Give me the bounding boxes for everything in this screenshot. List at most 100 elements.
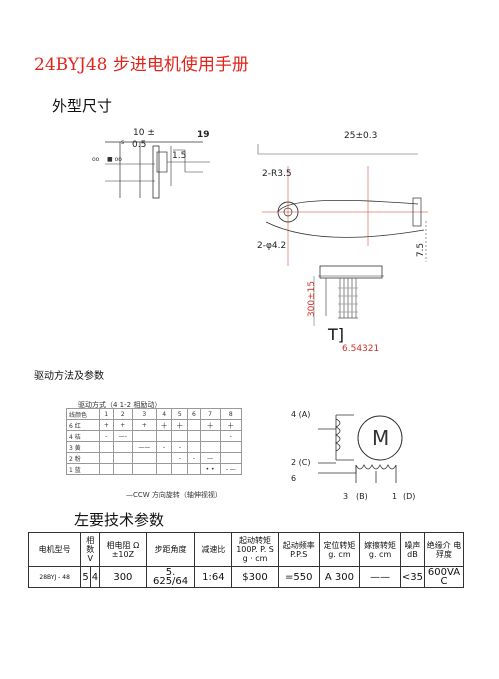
spec-cell: 300 [99,566,147,588]
drive-cell [187,430,201,442]
drive-cell [171,463,189,475]
dim-25-label: 25±0.3 [344,131,378,141]
section-outline-heading: 外型尺寸 [52,97,113,115]
drive-cell: 2 粉 [66,452,100,464]
wire-pin3-label: 3 [343,492,349,501]
drive-table-row: 4 桔 - —- - [66,430,243,442]
wire-pinB-label: (B) [356,492,368,501]
drive-cell [112,463,133,475]
dim-300-label: 300±15 [307,280,318,318]
dim-19-label: 19 [197,130,210,140]
spec-cell: 4 [89,566,101,588]
drive-cell: + [98,419,114,431]
spec-cell: A 300 [318,566,361,588]
spec-header-cell: 起动转矩 100P. P. S g · cm [231,532,279,567]
drive-cell [187,463,201,475]
spec-header-cell: 相电阻 Ω ±10Z [99,532,147,567]
mark-654-label: 6.54321 [342,344,380,354]
drive-cell [98,463,114,475]
drive-cell: —- [112,430,133,442]
spec-header-cell: 绝缘介 电殍度 [424,532,464,567]
drive-header-cell: 5 [171,408,189,420]
spec-header-cell: 步距角度 [145,532,196,567]
drive-cell: - — [219,463,243,475]
drive-cell: 3 黄 [66,441,100,453]
spec-cell: <35 [399,566,426,588]
spec-header-cell: 电机型号 [27,532,82,567]
drive-header-cell: 6 [187,408,201,420]
spec-cell: 600VA C [424,566,464,588]
drive-cell [155,430,173,442]
drive-cell: • • [199,463,221,475]
drive-cell: + [112,419,133,431]
dim-05-label: 0.5 [132,140,147,150]
spec-table-header: 电机型号 相数 V 相电阻 Ω ±10Z 步距角度 减速比 起动转矩 100P.… [27,532,464,567]
drive-cell: - [171,441,189,453]
drive-cell: 十 [199,419,221,431]
drive-cell [155,452,173,464]
drive-cell: + [131,419,157,431]
spec-cell: 1:64 [194,566,233,588]
dim-10-label: 10 ± [133,128,155,138]
drive-header-cell: 7 [199,408,221,420]
stub-s-label: s [121,139,125,146]
drive-table-footnote: —CCW 方向旋转（轴伸视视） [126,491,222,499]
wire-pin6-label: 6 [291,474,297,483]
drive-cell [187,441,201,453]
drive-header-cell: 1 [98,408,114,420]
drive-sequence-table: 线颜色 1 2 3 4 5 6 7 8 6 红 + + + 十 十 十 十 4 … [66,408,243,475]
drive-cell: — [199,452,221,464]
wiring-diagram [318,414,403,483]
spec-cell: 5. 625/64 [145,566,196,588]
drive-cell: - [171,452,189,464]
drive-cell [199,430,221,442]
drive-header-cell: 4 [155,408,173,420]
drive-cell [219,452,243,464]
spec-header-cell: 噪声 dB [399,532,426,567]
drive-cell [155,463,173,475]
drive-cell: —— [131,441,157,453]
drive-cell [199,441,221,453]
drive-header-cell: 2 [112,408,133,420]
drive-table-row: 6 红 + + + 十 十 十 十 [66,419,243,431]
dim-phi42-label: 2-φ4.2 [257,241,287,251]
spec-header-cell: 定位转矩 g. cm [318,532,361,567]
spec-table: 电机型号 相数 V 相电阻 Ω ±10Z 步距角度 减速比 起动转矩 100P.… [27,532,464,588]
drive-table-row: 1 蓝 • • - — [66,463,243,475]
drive-cell: 6 红 [66,419,100,431]
spec-header-cell: 减速比 [194,532,233,567]
motor-side-drawing [257,144,428,326]
drive-cell: 十 [219,419,243,431]
drive-cell [187,419,201,431]
wire-pin2-label: 2 (C) [291,458,311,467]
drive-cell: - [155,441,173,453]
drive-cell: - [219,430,243,442]
drive-table-caption: 驱动方式（4 1-2 相励动） [78,401,162,409]
motor-symbol-label: M [372,426,390,450]
drive-cell: 4 桔 [66,430,100,442]
drive-cell [171,430,189,442]
stub-noo-label: ■ oo [107,156,122,163]
drive-cell [112,452,133,464]
wire-pinD-label: (D) [403,492,416,501]
drive-table-header: 线颜色 1 2 3 4 5 6 7 8 [66,408,243,420]
drive-cell [131,463,157,475]
drive-cell: - [187,452,201,464]
spec-header-cell: 相数 V [80,532,101,567]
section-drive-heading: 驱动方法及参数 [34,371,104,382]
spec-header-cell: 嫁擦转矩 g. cm [359,532,401,567]
drive-header-cell: 8 [219,408,243,420]
spec-table-row: 28BYJ - 48 5 4 300 5. 625/64 1:64 $300 =… [27,566,464,588]
dim-75-label: 7.5 [416,242,427,258]
drive-cell [98,441,114,453]
drive-cell: 十 [171,419,189,431]
dim-r35-label: 2-R3.5 [262,169,292,179]
front-view-drawing [105,141,210,199]
drive-cell: - [98,430,114,442]
drive-cell [98,452,114,464]
section-tech-heading: 左要技术参数 [74,511,165,529]
spec-header-cell: 起动频率 P.P.S [277,532,320,567]
spec-cell: 5 [80,566,91,588]
spec-cell: =550 [277,566,320,588]
drive-header-cell: 3 [131,408,157,420]
